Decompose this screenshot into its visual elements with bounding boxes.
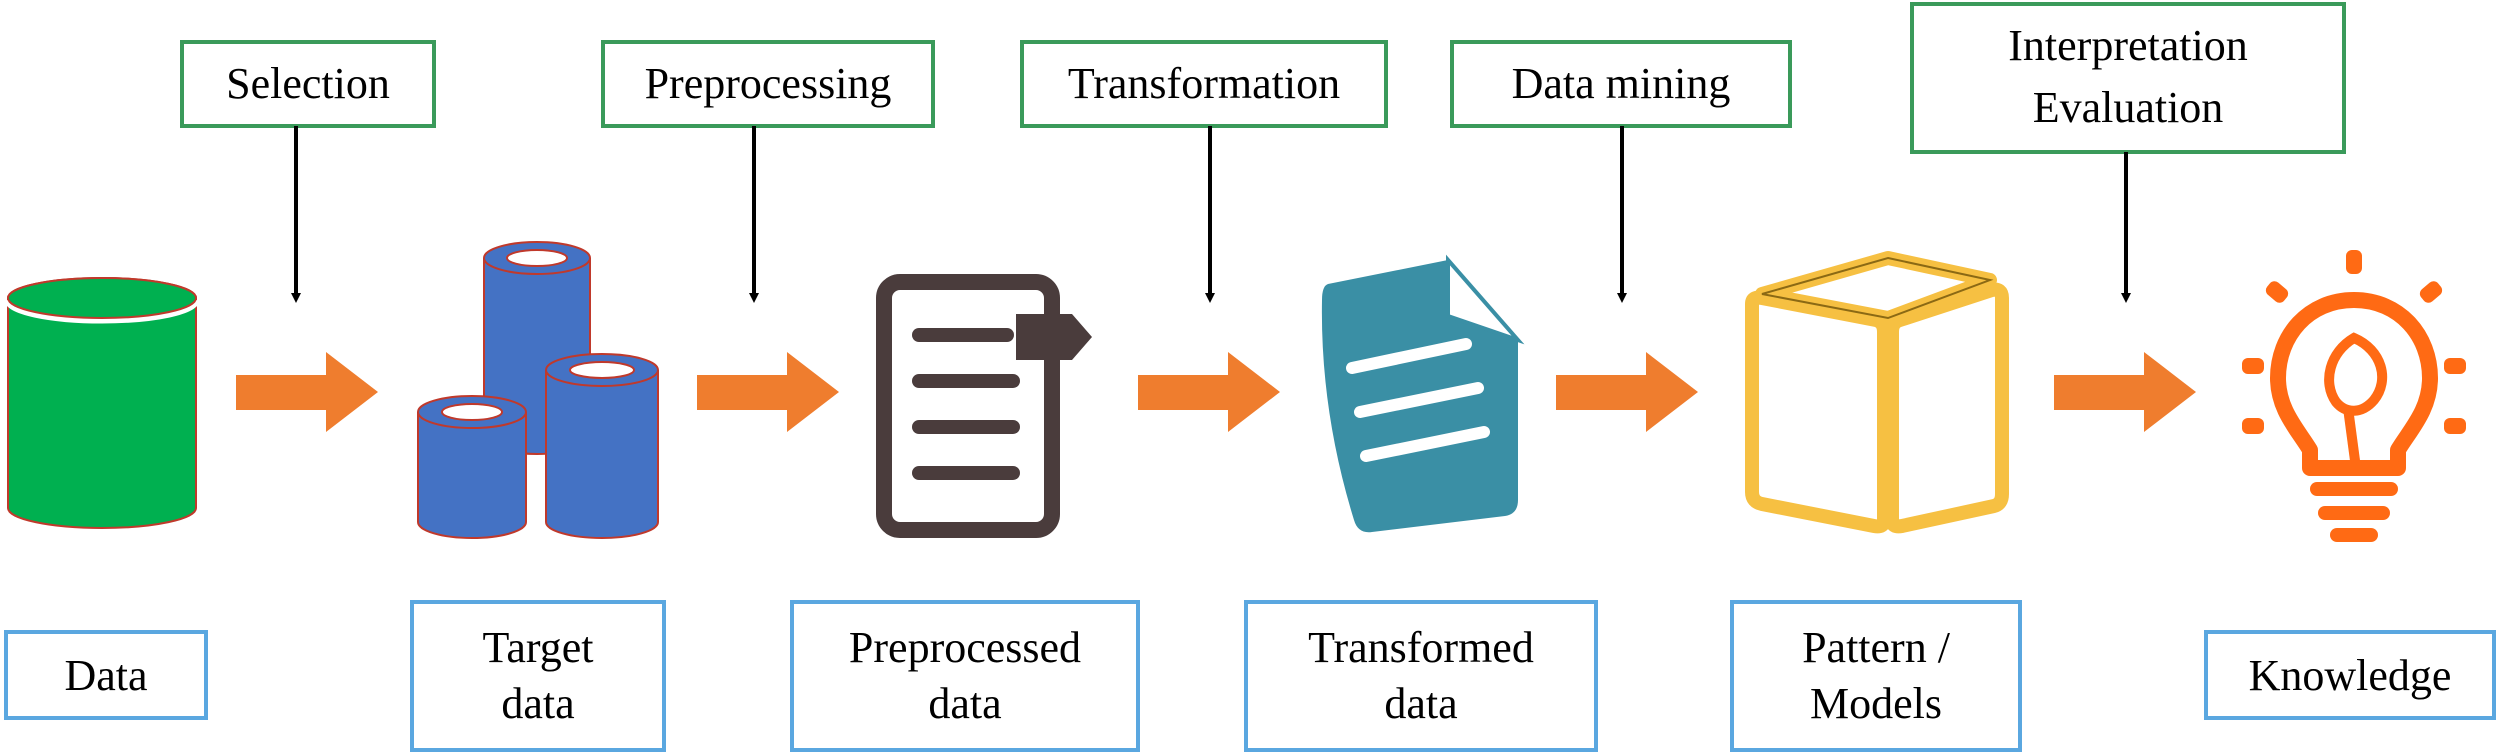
stage-box-preprocessed-data: Preprocessed data xyxy=(790,600,1140,752)
stage-label-knowledge: Knowledge xyxy=(2249,651,2452,700)
cube-icon-outline xyxy=(1761,256,1994,320)
stage-label-pattern: Pattern / xyxy=(1802,623,1951,672)
process-label-data-mining: Data mining xyxy=(1512,59,1731,108)
stage-label-preprocessed: Preprocessed xyxy=(849,623,1081,672)
process-label-preprocessing: Preprocessing xyxy=(645,59,892,108)
flow-arrows xyxy=(236,352,2196,432)
stage-label-models: Models xyxy=(1810,679,1942,728)
stage-box-pattern-models: Pattern / Models xyxy=(1730,600,2022,752)
stage-box-data: Data xyxy=(4,630,208,720)
process-box-data-mining: Data mining xyxy=(1450,40,1792,128)
process-label-selection: Selection xyxy=(226,59,390,108)
process-box-preprocessing: Preprocessing xyxy=(601,40,935,128)
stage-box-knowledge: Knowledge xyxy=(2204,630,2496,720)
process-pointer-arrows xyxy=(291,126,2131,303)
process-label-interpretation: Interpretation xyxy=(2008,21,2247,70)
cylinders-icon xyxy=(417,241,659,539)
stage-label-target: Target xyxy=(483,623,594,672)
flow-arrow-3 xyxy=(1138,352,1280,432)
stage-label-transformed: Transformed xyxy=(1308,623,1534,672)
stage-box-transformed-data: Transformed data xyxy=(1244,600,1598,752)
stage-box-target-data: Target data xyxy=(410,600,666,752)
flow-arrow-2 xyxy=(697,352,839,432)
process-box-interpretation-evaluation: Interpretation Evaluation xyxy=(1910,2,2346,154)
flow-arrow-1 xyxy=(236,352,378,432)
stage-label-data: Data xyxy=(64,651,147,700)
flow-arrow-5 xyxy=(2054,352,2196,432)
process-label-evaluation: Evaluation xyxy=(2033,83,2224,132)
document-icon xyxy=(876,274,1092,538)
flow-arrow-4 xyxy=(1556,352,1698,432)
stage-label-transformed-data: data xyxy=(1384,679,1457,728)
process-box-transformation: Transformation xyxy=(1020,40,1388,128)
stage-label-target-data: data xyxy=(501,679,574,728)
process-label-transformation: Transformation xyxy=(1068,59,1340,108)
lightbulb-icon xyxy=(2242,250,2466,542)
cube-icon xyxy=(1745,251,2009,534)
database-cylinder-icon xyxy=(4,277,200,529)
stage-label-preprocessed-data: data xyxy=(928,679,1001,728)
process-box-selection: Selection xyxy=(180,40,436,128)
page-icon xyxy=(1321,254,1525,533)
